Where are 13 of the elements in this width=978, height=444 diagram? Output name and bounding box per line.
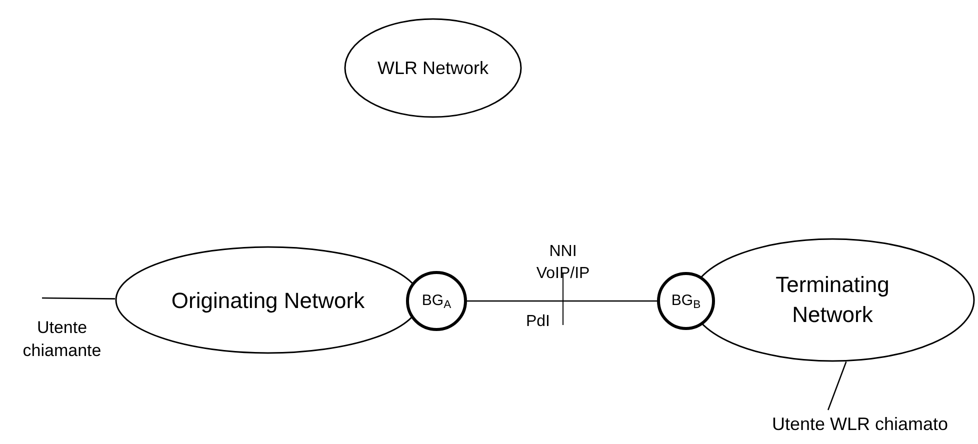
network-label: Terminating Network — [774, 271, 890, 329]
connection-line — [467, 300, 657, 302]
user-label: Utente WLR chiamato — [772, 412, 948, 436]
interface-label: PdI — [526, 313, 550, 330]
interface-label: NNI — [549, 243, 577, 260]
gateway-label: BG$_{A}$ — [422, 290, 452, 312]
user-label: Utente chiamante — [22, 318, 102, 360]
gateway-label: BG$_{B}$ — [671, 290, 701, 312]
network-label: Originating Network — [171, 286, 365, 315]
connection-line — [42, 297, 116, 300]
network-label: WLR Network — [377, 56, 488, 80]
leader-line — [827, 361, 847, 410]
interface-label: VoIP/IP — [536, 265, 590, 282]
